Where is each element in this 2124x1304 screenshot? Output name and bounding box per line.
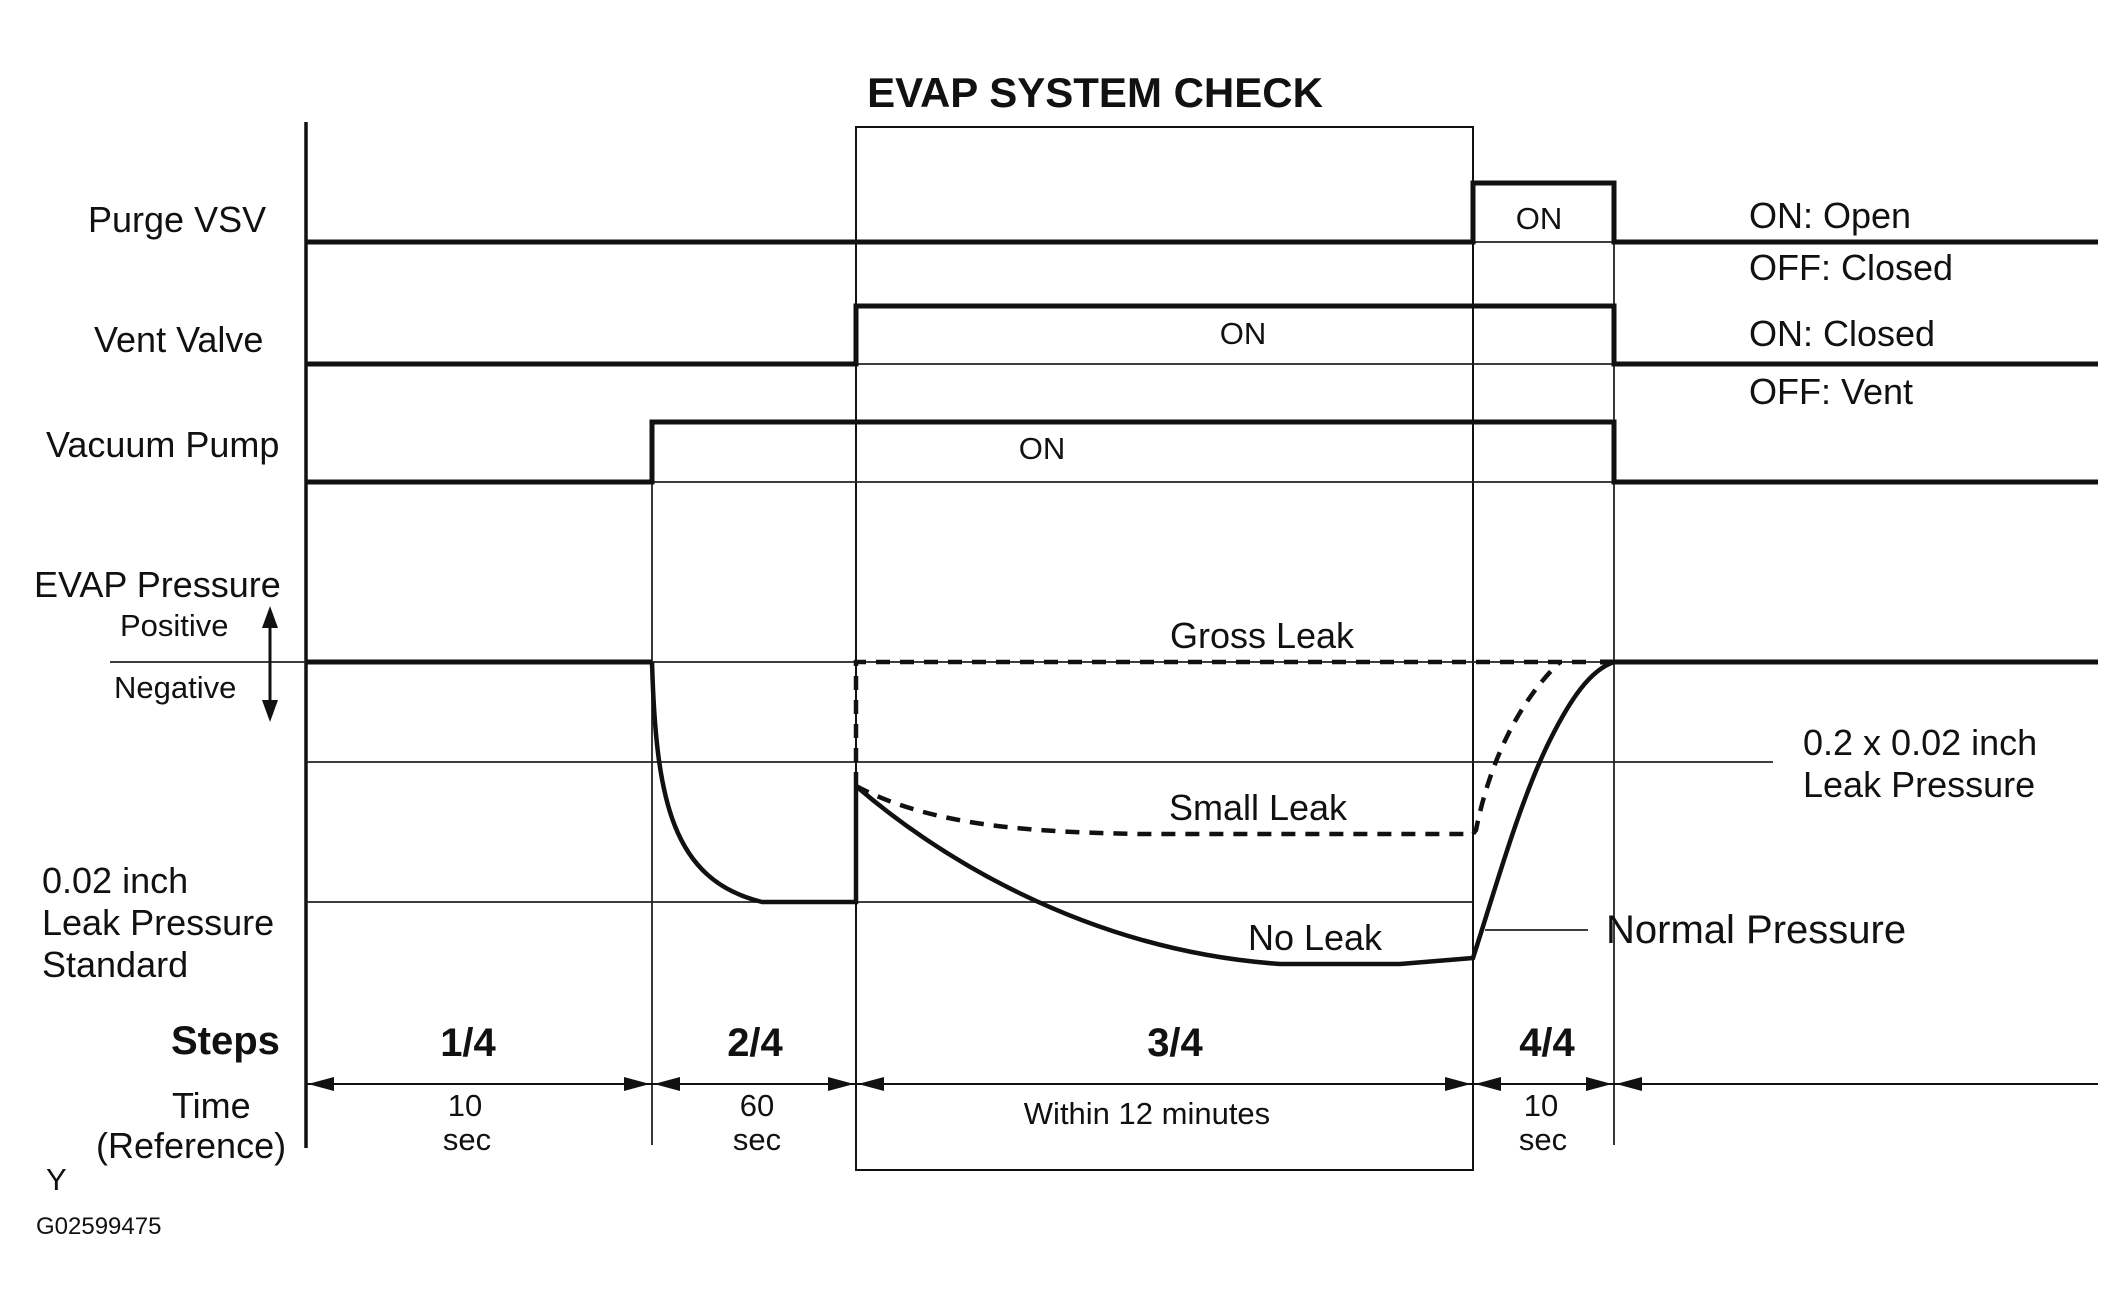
step-3-box [855,126,1474,1171]
vent-valve-off-note: OFF: Vent [1749,371,1913,412]
purge-vsv-signal [306,180,2098,245]
steps-label: Steps [171,1019,280,1063]
step-1-time-line2: sec [443,1122,491,1157]
time-label-line2: (Reference) [96,1125,286,1166]
step-4-label: 4/4 [1519,1021,1575,1065]
arrow-icon [654,1077,680,1091]
vent-valve-on-text: ON [1220,316,1267,351]
step-3-time-line1: Within 12 minutes [1024,1096,1270,1131]
step-2-label: 2/4 [727,1021,783,1065]
no-leak-label: No Leak [1248,917,1383,958]
vent-valve-label: Vent Valve [94,319,263,360]
gross-leak-curve [853,659,1595,786]
reference-leak-label-line2: Leak Pressure [1803,764,2035,805]
time-arrow-heads [308,1077,1642,1091]
purge-vsv-on-note: ON: Open [1749,195,1911,236]
leak-standard-label-line2: Leak Pressure [42,902,274,943]
purge-vsv-off-note: OFF: Closed [1749,247,1953,288]
positive-arrow-head-icon [262,606,278,628]
evap-pressure-label: EVAP Pressure [34,564,281,605]
gross-leak-label: Gross Leak [1170,615,1355,656]
leak-standard-label-line3: Standard [42,944,188,985]
pump-down-curve [649,661,859,905]
step-4-time-line1: 10 [1524,1088,1558,1123]
figure-code: G02599475 [36,1213,161,1240]
purge-vsv-on-text: ON [1516,201,1563,236]
step-3-label: 3/4 [1147,1021,1203,1065]
arrow-icon [308,1077,334,1091]
arrow-icon [624,1077,650,1091]
no-leak-curve [854,659,1615,967]
vent-valve-on-note: ON: Closed [1749,313,1935,354]
leak-standard-label-line1: 0.02 inch [42,860,188,901]
arrow-icon [858,1077,884,1091]
purge-vsv-label: Purge VSV [88,199,266,240]
corner-mark: Y [46,1162,67,1197]
normal-pressure-label: Normal Pressure [1606,908,1906,952]
reference-leak-label-line1: 0.2 x 0.02 inch [1803,722,2037,763]
negative-arrow-head-icon [262,700,278,722]
arrow-icon [1586,1077,1612,1091]
small-leak-curve [854,660,1562,837]
vacuum-pump-signal [306,419,2098,485]
vacuum-pump-on-text: ON [1019,431,1066,466]
arrow-icon [1445,1077,1471,1091]
time-label-line1: Time [172,1085,251,1126]
step-2-time-line2: sec [733,1122,781,1157]
step-2-time-line1: 60 [740,1088,774,1123]
step-4-time-line2: sec [1519,1122,1567,1157]
arrow-icon [1616,1077,1642,1091]
step-1-label: 1/4 [440,1021,496,1065]
small-leak-label: Small Leak [1169,787,1348,828]
negative-label: Negative [114,670,236,705]
positive-label: Positive [120,608,229,643]
arrow-icon [828,1077,854,1091]
vacuum-pump-label: Vacuum Pump [46,424,279,465]
vent-valve-signal [306,303,2098,367]
step-1-time-line1: 10 [448,1088,482,1123]
arrow-icon [1475,1077,1501,1091]
diagram-title: EVAP SYSTEM CHECK [867,69,1323,116]
